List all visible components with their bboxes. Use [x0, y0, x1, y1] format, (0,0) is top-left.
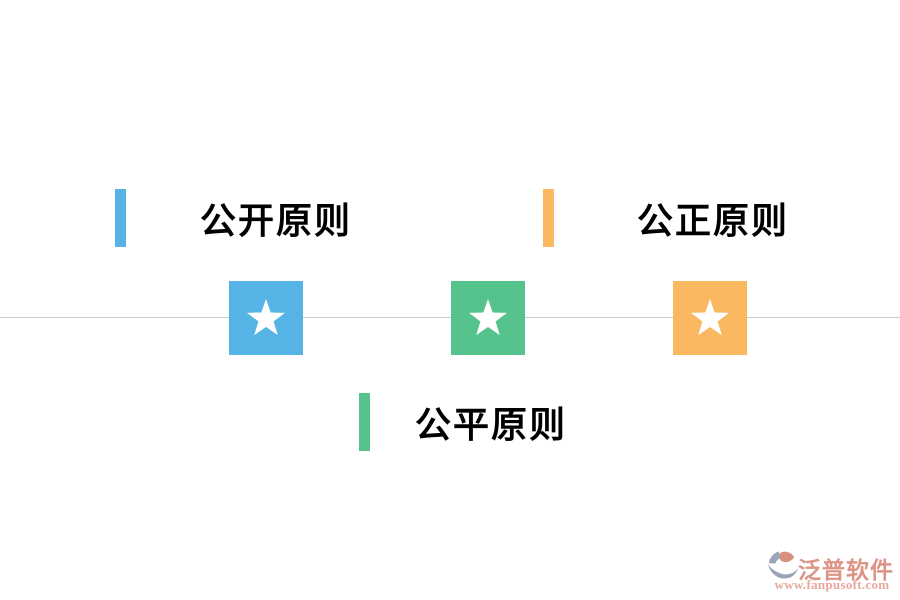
logo-swoosh: [767, 564, 799, 579]
principle-title-fair: 公平原则: [414, 404, 567, 445]
star-square-orange: [673, 281, 747, 355]
principle-title-open: 公开原则: [199, 200, 352, 241]
star-icon: [690, 298, 730, 338]
star-icon: [468, 298, 508, 338]
logo-leaf: [779, 551, 795, 563]
accent-bar-open: [115, 189, 126, 247]
watermark-brand-text: 泛普软件: [798, 557, 894, 583]
star-square-blue: [229, 281, 303, 355]
watermark-logo: 泛普软件 www.fanpusoft.com: [766, 548, 898, 594]
accent-bar-justice: [543, 189, 554, 247]
principle-title-justice: 公正原则: [636, 200, 789, 241]
horizontal-divider-line: [0, 317, 900, 318]
star-icon: [246, 298, 286, 338]
logo-wedge: [768, 551, 782, 564]
watermark-url-text: www.fanpusoft.com: [774, 577, 890, 592]
accent-bar-fair: [359, 393, 370, 451]
fanpu-logo-icon: [766, 549, 799, 591]
star-square-green: [451, 281, 525, 355]
